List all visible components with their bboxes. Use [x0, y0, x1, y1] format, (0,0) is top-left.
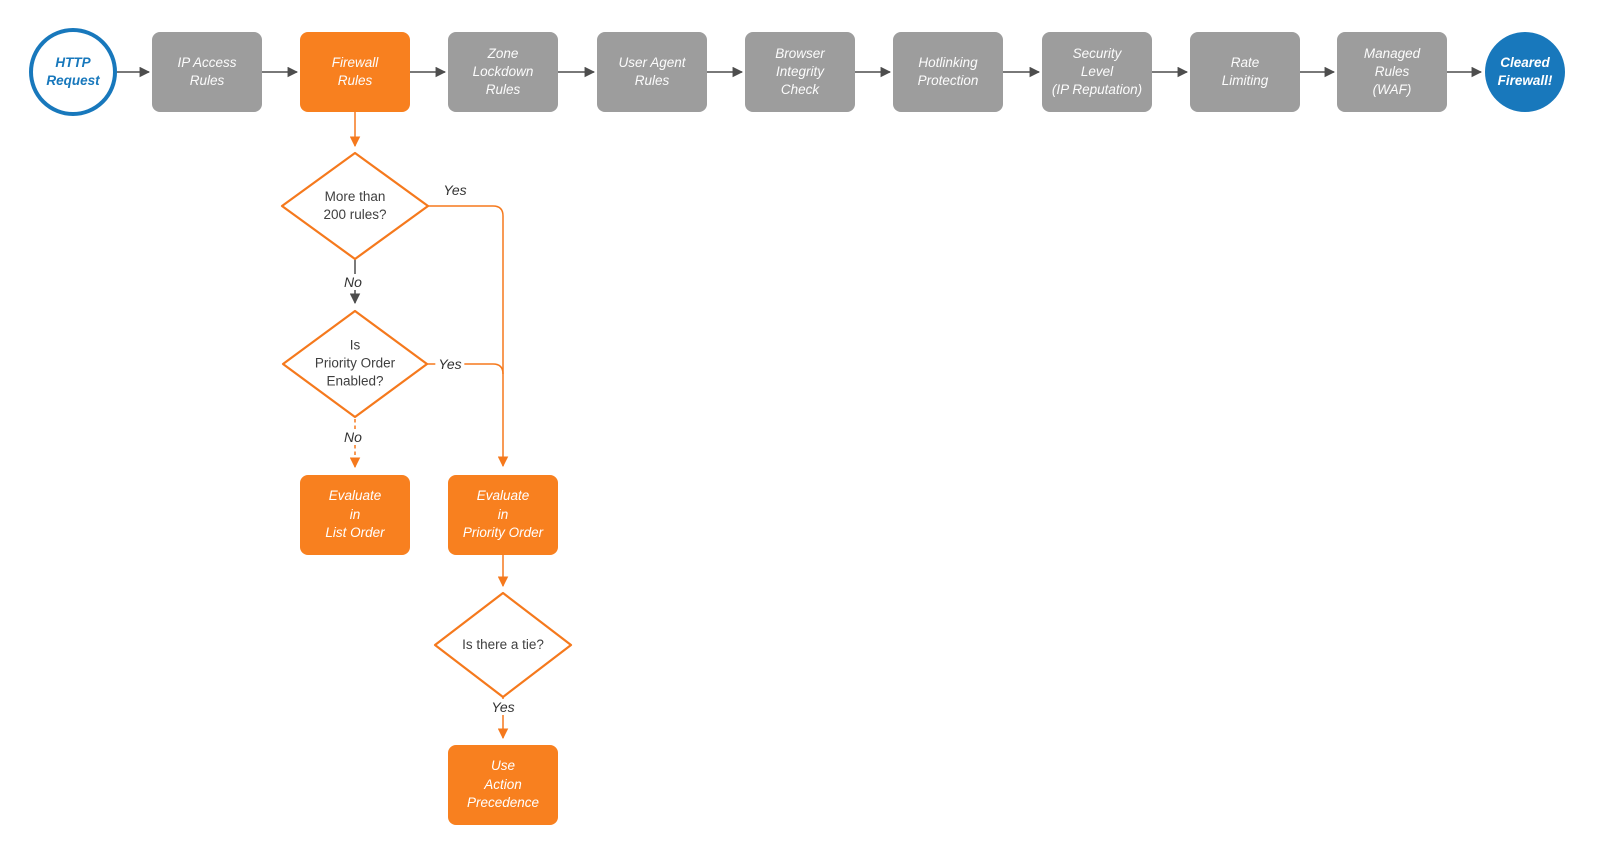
action-evaluate-list-order: Evaluate in List Order — [300, 475, 410, 555]
start-node-http-request: HTTP Request — [29, 28, 117, 116]
edge-label-d2-yes: Yes — [435, 356, 465, 372]
edge-label-d1-yes: Yes — [440, 182, 470, 198]
action-use-action-precedence: Use Action Precedence — [448, 745, 558, 825]
step-firewall-rules: Firewall Rules — [300, 32, 410, 112]
edge-d2-yes-join — [427, 363, 504, 375]
action-evaluate-priority-order: Evaluate in Priority Order — [448, 475, 558, 555]
edge-label-d3-yes: Yes — [488, 699, 518, 715]
edge-label-d1-no: No — [341, 274, 365, 290]
decision-priority-enabled-label: Is Priority Order Enabled? — [314, 337, 396, 390]
step-managed-rules-waf: Managed Rules (WAF) — [1337, 32, 1447, 112]
step-zone-lockdown-rules: Zone Lockdown Rules — [448, 32, 558, 112]
step-ip-access-rules: IP Access Rules — [152, 32, 262, 112]
decision-priority-enabled-shape — [281, 309, 429, 419]
step-hotlinking-protection: Hotlinking Protection — [893, 32, 1003, 112]
decision-more-than-200-shape — [280, 151, 430, 261]
decision-tie-label: Is there a tie? — [462, 636, 544, 652]
step-rate-limiting: Rate Limiting — [1190, 32, 1300, 112]
decision-tie-shape — [433, 591, 573, 699]
edge-label-d2-no: No — [341, 429, 365, 445]
step-security-level: Security Level (IP Reputation) — [1042, 32, 1152, 112]
step-browser-integrity-check: Browser Integrity Check — [745, 32, 855, 112]
step-user-agent-rules: User Agent Rules — [597, 32, 707, 112]
decision-more-than-200-label: More than 200 rules? — [323, 188, 387, 222]
end-node-cleared-firewall: Cleared Firewall! — [1485, 32, 1565, 112]
edge-d1-yes-to-priority — [428, 205, 509, 468]
